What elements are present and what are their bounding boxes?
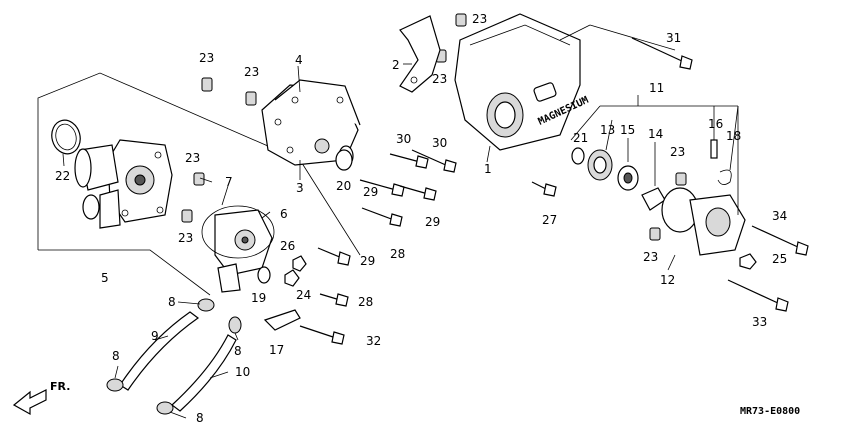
water-pump-body	[74, 139, 173, 229]
callout-8-a: 8	[168, 295, 176, 309]
callout-8-b: 8	[234, 344, 242, 358]
bracket-2	[399, 15, 441, 93]
right-shaft-assembly	[571, 139, 746, 256]
callout-23-c: 23	[185, 151, 200, 165]
callout-23-b: 23	[244, 65, 259, 79]
pump-cover-3	[261, 79, 361, 167]
pump-housing-6	[201, 205, 275, 293]
callout-2: 2	[392, 58, 400, 72]
callout-25: 25	[772, 252, 787, 266]
callout-16: 16	[708, 117, 723, 131]
callout-29-b: 29	[363, 185, 378, 199]
callout-8-d: 8	[196, 411, 204, 425]
callout-23-g: 23	[670, 145, 685, 159]
callout-labels: 1 2 3 4 5 6 7 8 8 8 8 9 10 11 12 13 14 1…	[55, 12, 787, 425]
o-ring-22	[51, 119, 81, 167]
callout-28-a: 28	[390, 247, 405, 261]
cover-1: MAGNESIUM	[454, 13, 590, 151]
callout-23-a: 23	[199, 51, 214, 65]
callout-27: 27	[542, 213, 557, 227]
callout-28-b: 28	[358, 295, 373, 309]
seal-20	[335, 149, 353, 171]
callout-33: 33	[752, 315, 767, 329]
callout-29-a: 29	[360, 254, 375, 268]
callout-15: 15	[620, 123, 635, 137]
callout-31: 31	[666, 31, 681, 45]
callout-14: 14	[648, 127, 663, 141]
callout-23-h: 23	[643, 250, 658, 264]
callout-9: 9	[151, 329, 159, 343]
callout-11: 11	[649, 81, 664, 95]
callout-12: 12	[660, 273, 675, 287]
front-direction-arrow: FR.	[12, 380, 70, 416]
callout-29-c: 29	[425, 215, 440, 229]
callout-10: 10	[235, 365, 250, 379]
callout-1: 1	[484, 162, 492, 176]
callout-5: 5	[101, 271, 109, 285]
callout-8-c: 8	[112, 349, 120, 363]
callout-23-e: 23	[472, 12, 487, 26]
bolts	[299, 37, 809, 345]
callout-24: 24	[296, 288, 311, 302]
diagram-code: MR73-E0800	[740, 406, 800, 417]
callout-30-a: 30	[396, 132, 411, 146]
callout-21: 21	[573, 131, 588, 145]
callout-6: 6	[280, 207, 288, 221]
callout-13: 13	[600, 123, 615, 137]
callout-23-f: 23	[432, 72, 447, 86]
callout-30-b: 30	[432, 136, 447, 150]
callout-26: 26	[280, 239, 295, 253]
clip-17	[263, 309, 301, 331]
callout-22: 22	[55, 169, 70, 183]
front-label: FR.	[50, 380, 70, 393]
callout-17: 17	[269, 343, 284, 357]
callout-7: 7	[225, 175, 233, 189]
small-fasteners	[257, 255, 307, 287]
assembly-bracket-5	[37, 72, 361, 296]
callout-34: 34	[772, 209, 787, 223]
callout-4: 4	[295, 53, 303, 67]
callout-18: 18	[726, 129, 741, 143]
leader-lines	[114, 24, 739, 419]
callout-23-d: 23	[178, 231, 193, 245]
dowel-pin-group	[181, 13, 687, 241]
callout-32: 32	[366, 334, 381, 348]
callout-19: 19	[251, 291, 266, 305]
callout-3: 3	[296, 181, 304, 195]
hoses	[106, 298, 242, 415]
callout-20: 20	[336, 179, 351, 193]
